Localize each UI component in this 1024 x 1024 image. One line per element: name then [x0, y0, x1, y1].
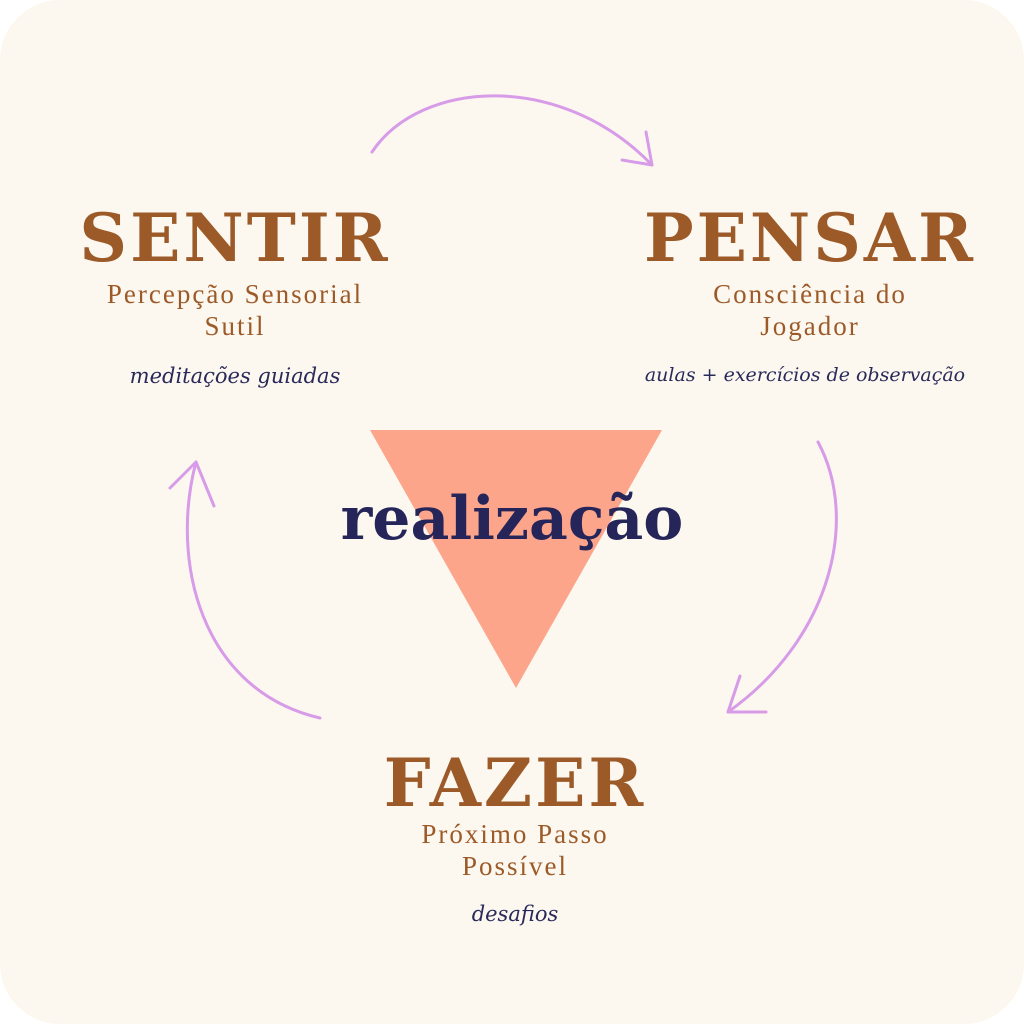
realization-triangle [370, 430, 662, 688]
fazer-activity: desafios [471, 902, 559, 926]
center-label: realização [340, 484, 684, 554]
arrow-pensar-to-fazer [726, 440, 838, 714]
fazer-subtitle-line1: Próximo Passo [421, 819, 609, 849]
sentir-activity: meditações guiadas [129, 364, 341, 388]
pensar-activity: aulas + exercícios de observação [644, 364, 966, 386]
pensar-subtitle-line2: Jogador [760, 311, 860, 341]
fazer-subtitle-line2: Possível [461, 851, 569, 881]
pensar-subtitle-line1: Consciência do [713, 279, 907, 309]
sentir-subtitle-line2: Sutil [204, 311, 266, 341]
fazer-title: FAZER [383, 744, 647, 822]
sentir-subtitle-line1: Percepção Sensorial [106, 279, 364, 309]
arrow-fazer-to-sentir [168, 460, 322, 720]
sentir-title: SENTIR [79, 199, 391, 277]
pensar-title: PENSAR [644, 199, 976, 277]
arrow-sentir-to-pensar [370, 94, 654, 167]
